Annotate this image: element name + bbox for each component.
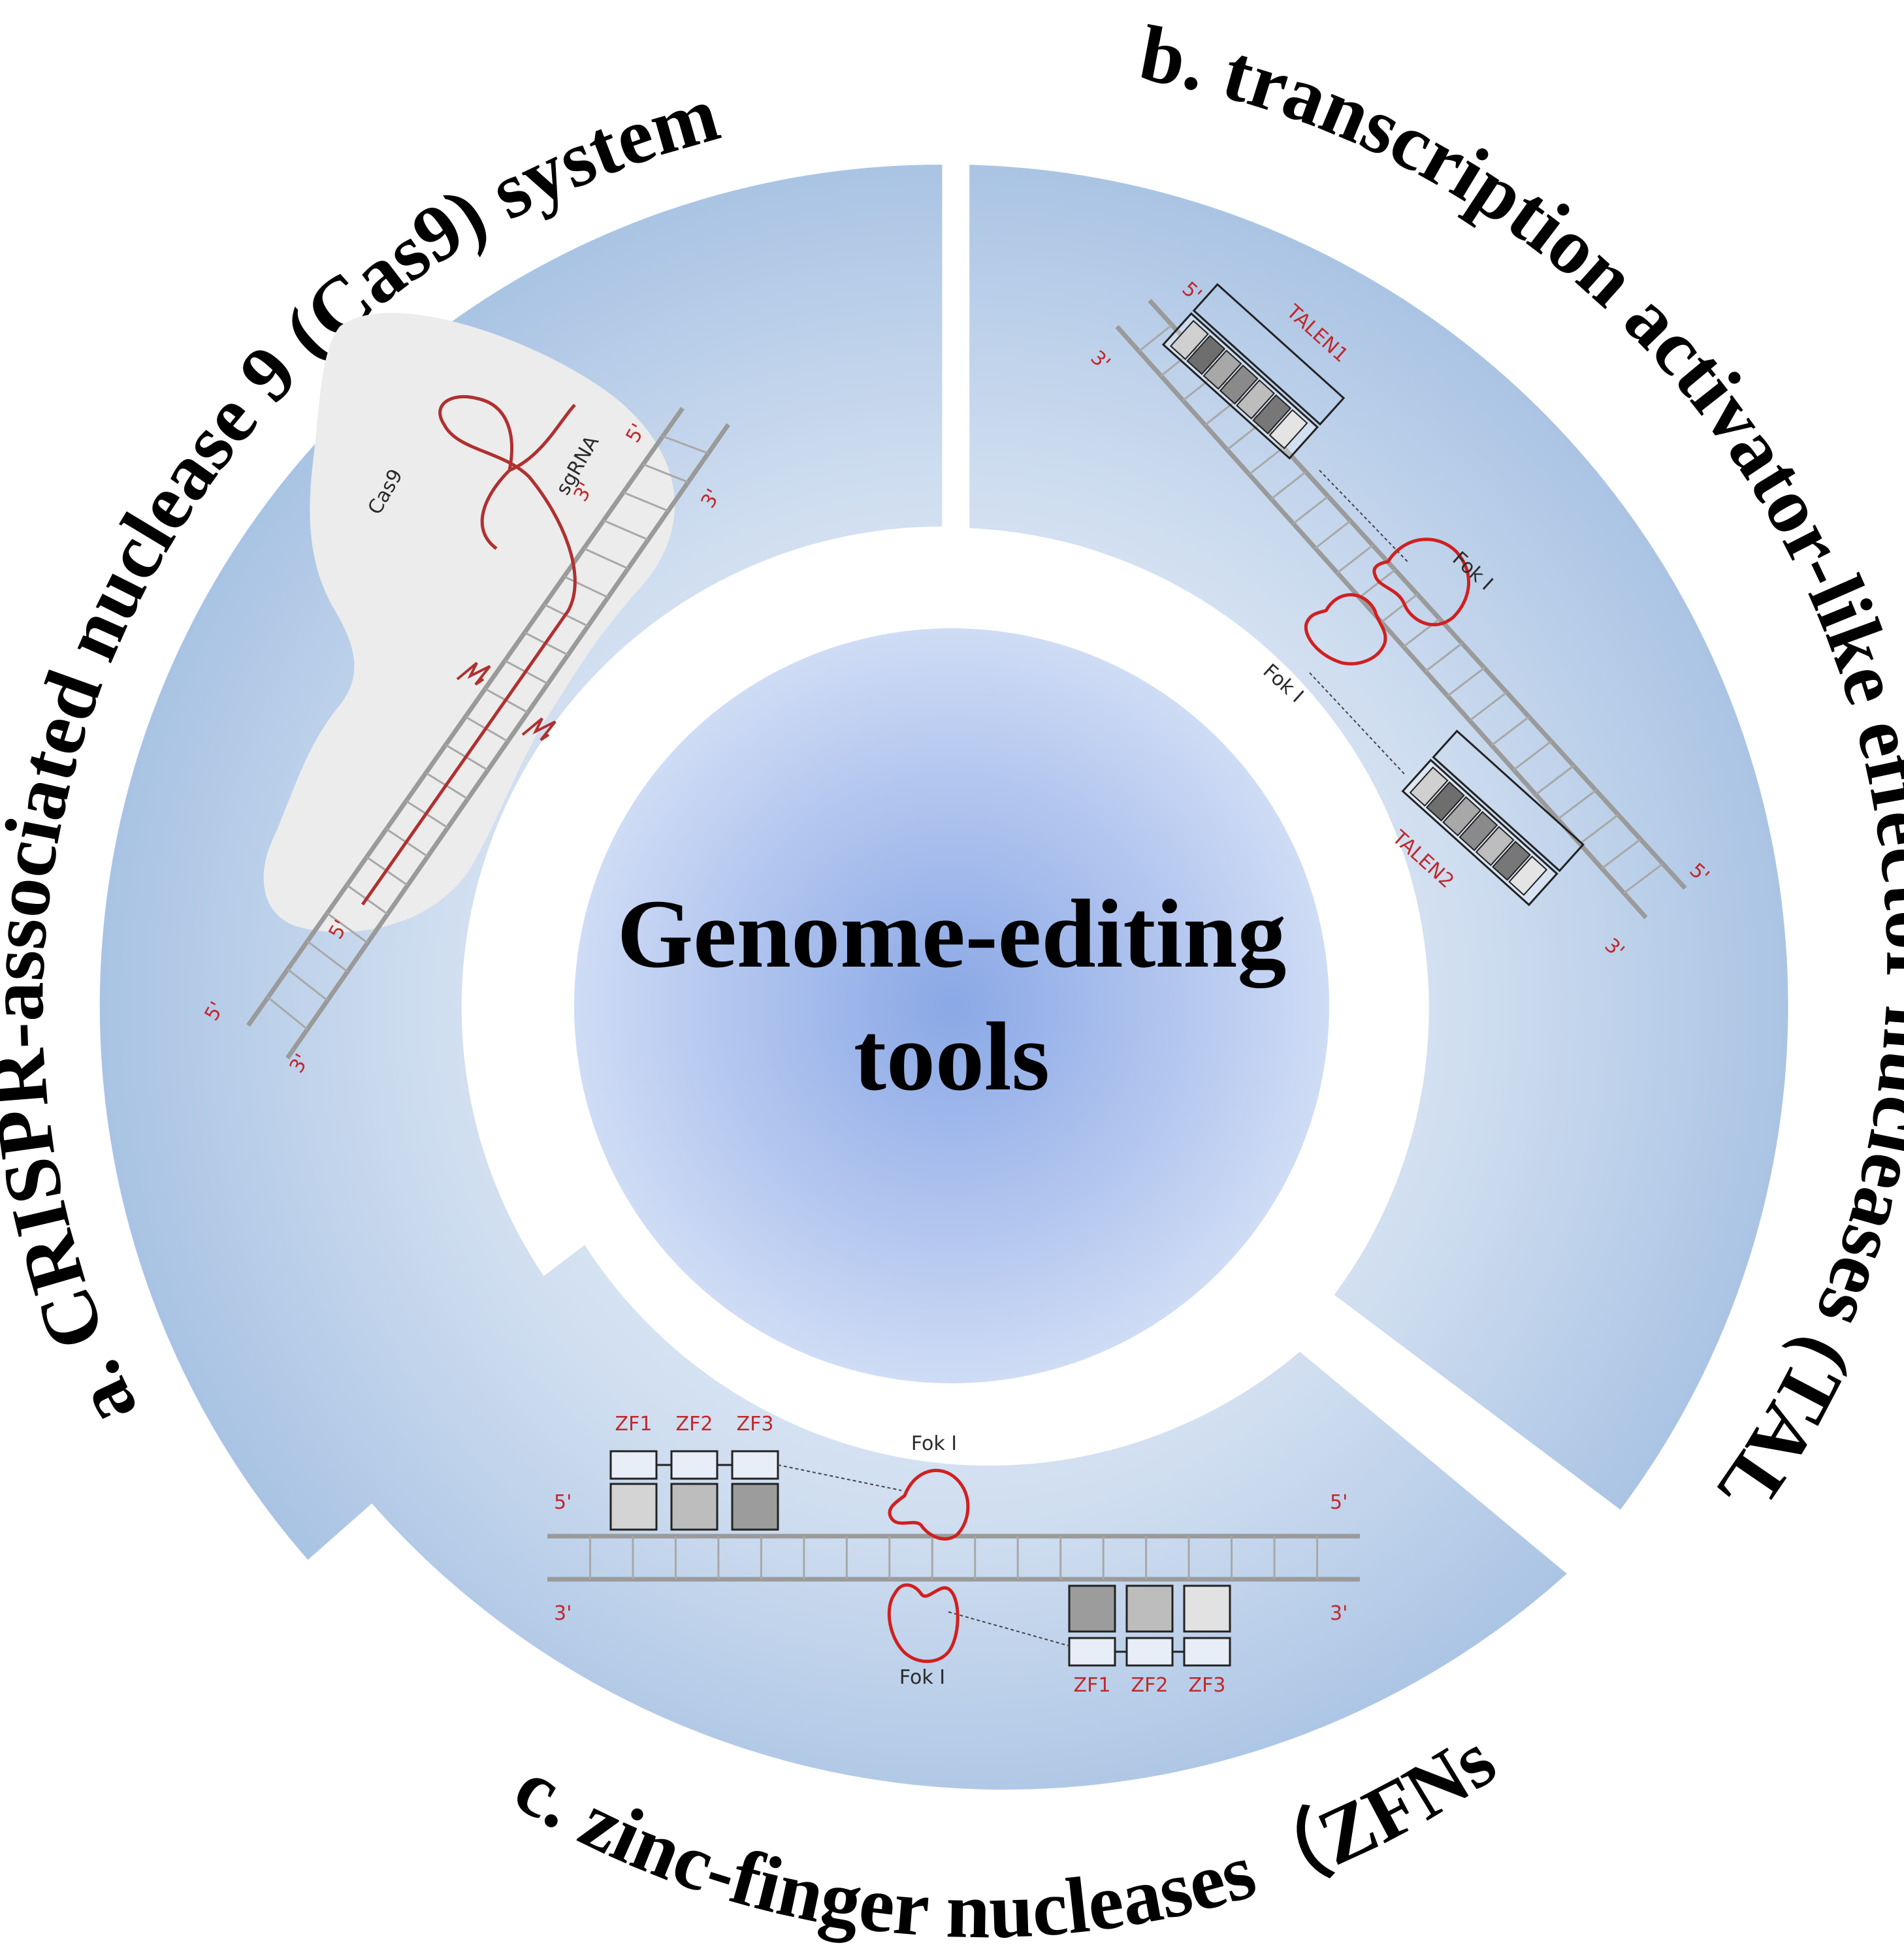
talen2-box: [1432, 730, 1585, 873]
talen-repeat-cell: [1268, 409, 1308, 449]
zf3-lower-label: ZF3: [1189, 1674, 1226, 1697]
dna-rung: [1513, 740, 1552, 771]
dna-rung: [1601, 838, 1641, 869]
zf2-finger-lower: [1125, 1584, 1174, 1633]
dna-rung: [642, 463, 689, 483]
dna-rung: [267, 996, 308, 1031]
dna-rung: [662, 435, 709, 455]
talen-repeat-cell: [1409, 766, 1449, 807]
zf3-linker-box-upper: [731, 1450, 779, 1480]
cut-site-marker-2: [521, 717, 557, 741]
dna-rung: [287, 968, 329, 1001]
cas9-protein-blob: [263, 313, 675, 933]
zf1-linker-box-upper: [609, 1450, 658, 1480]
talen-repeat-cell: [1425, 781, 1465, 822]
zf1-linker-box-lower: [1068, 1637, 1116, 1667]
talen-repeat-cell: [1491, 841, 1531, 881]
talen-repeat-cell: [1508, 856, 1548, 896]
zfn-illustration: ZF1 ZF2 ZF3 ZF1 ZF2 ZF3 Fok I Fok I 5' 3…: [547, 1413, 1360, 1697]
zf2-linker-box-lower: [1125, 1637, 1174, 1667]
zfn-right-3-prime-label: 3': [1330, 1602, 1347, 1625]
dna-rung: [306, 940, 348, 972]
talen1-domain: [1161, 283, 1346, 460]
zfn-fok-bottom-label: Fok I: [899, 1666, 945, 1689]
segment-c-background: [323, 1245, 1567, 1790]
talen-repeat-cell: [1219, 364, 1259, 405]
cut-site-marker-1: [456, 662, 491, 686]
zf1-upper-label: ZF1: [615, 1413, 653, 1436]
talen1-repeats: [1169, 319, 1308, 449]
center-title-line1: Genome-editing: [617, 880, 1287, 988]
dna-rung: [1248, 446, 1284, 475]
center-disk: [574, 628, 1329, 1383]
zf2-upper-label: ZF2: [676, 1413, 713, 1436]
talen2-domain: [1401, 730, 1585, 907]
zfn-rungs: [589, 1536, 1319, 1579]
talen-repeat-cell: [1252, 394, 1292, 435]
dna-rung: [1381, 593, 1418, 623]
dna-rung: [1138, 324, 1173, 352]
talen-fok-domain-bottom: [1304, 593, 1387, 666]
dna-rung: [1293, 495, 1329, 524]
dna-rung: [563, 575, 609, 598]
dna-rung: [1359, 569, 1396, 598]
dna-rung: [622, 491, 669, 512]
talen1-box: [1192, 283, 1346, 426]
zfn-left-3-prime-label: 3': [554, 1602, 572, 1625]
zf2-lower-label: ZF2: [1131, 1674, 1169, 1697]
dna-rung: [1314, 520, 1351, 549]
zf1-lower-label: ZF1: [1074, 1674, 1111, 1697]
sgrna-strand: [361, 394, 577, 906]
talen-fok-domain-top: [1372, 538, 1470, 626]
zf3-upper-label: ZF3: [737, 1413, 774, 1436]
zf3-finger-upper: [731, 1483, 779, 1531]
dna-rung: [583, 547, 629, 570]
dna-rung: [1557, 789, 1597, 820]
zfn-upper-fingers: ZF1 ZF2 ZF3: [609, 1413, 902, 1531]
zfn-left-5-prime-label: 5': [554, 1491, 572, 1514]
talen-repeat-cell: [1202, 349, 1242, 390]
zfn-fok-top-label: Fok I: [911, 1432, 957, 1455]
dna-rung: [1491, 716, 1530, 747]
dna-rung: [1336, 544, 1374, 574]
segment-b-background: [969, 165, 1788, 1510]
zf3-finger-lower: [1183, 1584, 1231, 1633]
zf2-finger-upper: [670, 1483, 718, 1531]
talen-repeat-cell: [1442, 796, 1482, 837]
zf1-finger-lower: [1068, 1584, 1116, 1633]
zfn-fok-domain-bottom: [887, 1583, 960, 1664]
dna-rung: [1469, 691, 1508, 722]
zf3-linker-box-lower: [1183, 1637, 1231, 1667]
talen-repeat-cell: [1236, 379, 1275, 420]
talen-repeat-cell: [1169, 319, 1209, 361]
dna-rung: [1425, 642, 1463, 673]
center-title-line2: tools: [854, 1003, 1050, 1111]
talen1-linker: [1319, 470, 1408, 562]
zf1-finger-upper: [609, 1483, 658, 1531]
dna-rung: [1623, 863, 1664, 894]
talen-repeat-cell: [1186, 334, 1226, 376]
zf2-linker-box-upper: [670, 1450, 718, 1480]
zfn-lower-fingers: ZF1 ZF2 ZF3: [948, 1584, 1231, 1697]
dna-rung: [1447, 667, 1485, 697]
talen-repeat-cell: [1475, 826, 1515, 867]
dna-rung: [603, 519, 649, 541]
dna-rung: [327, 912, 368, 944]
dna-rung: [1579, 814, 1619, 845]
dna-rung: [1270, 471, 1307, 500]
talen-repeat-cell: [1459, 811, 1498, 852]
zfn-right-5-prime-label: 5': [1330, 1491, 1347, 1514]
talen2-repeats: [1409, 766, 1548, 896]
zfn-fok-domain-top: [888, 1468, 970, 1541]
dna-rung: [1535, 765, 1575, 796]
